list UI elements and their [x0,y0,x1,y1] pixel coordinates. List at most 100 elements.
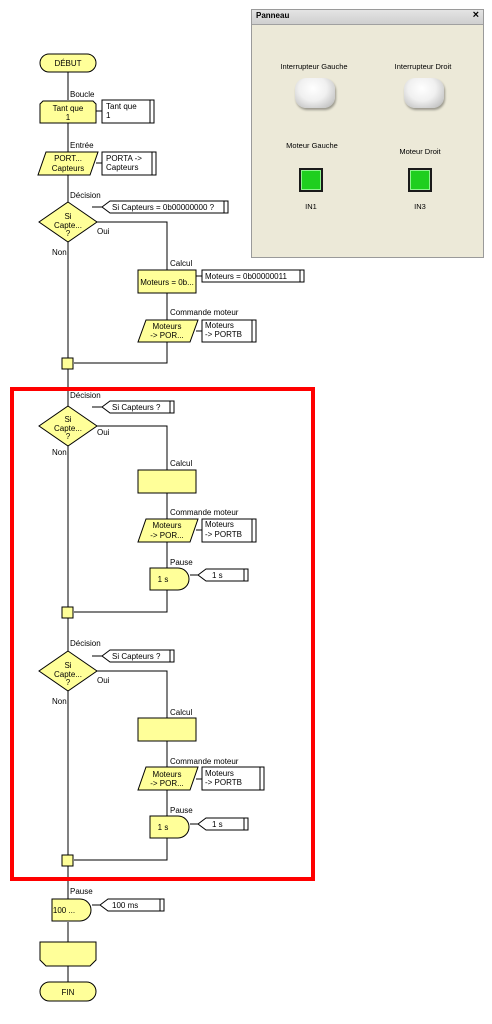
cmd2-caption: Commande moteur [170,508,239,517]
left-switch-button[interactable] [295,78,335,108]
left-motor-label: Moteur Gauche [286,141,338,150]
right-switch-label: Interrupteur Droit [394,62,452,71]
pause3-block[interactable] [149,815,190,839]
cmd2-box-line2: -> POR... [150,531,184,540]
cmd2-block[interactable] [137,518,199,543]
decision3-caption: Décision [70,639,101,648]
cmd1-box-line2: -> POR... [150,331,184,340]
pause3-note [197,817,249,831]
input-caption: Entrée [70,141,94,150]
cmd3-note-line2: -> PORTB [205,778,242,787]
cmd3-note [201,766,265,791]
decision1-yes: Oui [97,227,110,236]
loop-note-line2: 1 [106,111,111,120]
calc3-caption: Calcul [170,708,192,717]
calc1-note [201,269,305,283]
right-motor-label: Moteur Droit [399,147,441,156]
pause-final-caption: Pause [70,887,93,896]
decision1-box-line1: Si [64,212,71,221]
decision3-box-line3: ? [66,678,71,687]
pause2-box-text: 1 s [158,575,169,584]
highlight-rectangle [10,387,315,881]
decision1-box-line2: Capte... [54,221,82,230]
decision1-note-text: Si Capteurs = 0b00000000 ? [112,203,215,212]
decision2-box-line2: Capte... [54,424,82,433]
junction3 [61,854,74,867]
calc2-caption: Calcul [170,459,192,468]
flow-connectors [67,72,202,982]
right-input-label: IN3 [414,202,426,211]
input-note-line2: Capteurs [106,163,138,172]
pause-final-box-text: 100 ... [53,906,75,915]
cmd3-box-line1: Moteurs [153,770,182,779]
cmd2-note [201,518,257,543]
start-terminal[interactable] [39,53,97,73]
decision2-box-line1: Si [64,415,71,424]
decision2-note-text: Si Capteurs ? [112,403,161,412]
decision3-box-line1: Si [64,661,71,670]
decision2-caption: Décision [70,391,101,400]
cmd1-caption: Commande moteur [170,308,239,317]
decision1-note [101,200,229,214]
cmd2-note-line1: Moteurs [205,520,234,529]
panel-window: Panneau × Interrupteur Gauche Interrupte… [251,9,484,258]
loop-note-line1: Tant que [106,102,137,111]
input-box-line1: PORT... [54,154,82,163]
junction2 [61,606,74,619]
decision2-box-line3: ? [66,432,71,441]
decision1-block[interactable] [38,201,98,243]
input-note [101,151,157,176]
calc2-block[interactable] [137,469,197,494]
calc1-caption: Calcul [170,259,192,268]
decision3-block[interactable] [38,650,98,692]
cmd3-note-line1: Moteurs [205,769,234,778]
calc1-box-text: Moteurs = 0b... [140,278,194,287]
pause2-block[interactable] [149,567,190,591]
cmd1-note-line2: -> PORTB [205,330,242,339]
loop-box-line1: Tant que [53,104,84,113]
left-input-label: IN1 [305,202,317,211]
decision3-yes: Oui [97,676,110,685]
left-motor-led [299,168,323,192]
cmd3-block[interactable] [137,766,199,791]
cmd3-box-line2: -> POR... [150,779,184,788]
calc1-block[interactable] [137,269,197,294]
decision2-note [101,400,175,414]
cmd2-box-line1: Moteurs [153,521,182,530]
pause3-caption: Pause [170,806,193,815]
pause3-note-text: 1 s [212,820,223,829]
close-icon[interactable]: × [472,9,479,21]
pause2-caption: Pause [170,558,193,567]
pause3-box-text: 1 s [158,823,169,832]
decision1-box-line3: ? [66,229,71,238]
cmd1-box-line1: Moteurs [153,322,182,331]
pause-final-note [99,898,165,912]
decision3-note-text: Si Capteurs ? [112,652,161,661]
decision3-note [101,649,175,663]
decision3-no: Non [52,697,67,706]
right-switch-button[interactable] [404,78,444,108]
decision2-yes: Oui [97,428,110,437]
panel-title: Panneau [256,11,290,20]
cmd1-block[interactable] [137,319,199,343]
input-block[interactable] [37,151,99,176]
decision3-box-line2: Capte... [54,670,82,679]
loop-box-line2: 1 [66,113,71,122]
panel-titlebar[interactable]: Panneau × [252,9,483,25]
pause-final-block[interactable] [51,898,92,922]
decision2-block[interactable] [38,405,98,447]
decision1-caption: Décision [70,191,101,200]
calc3-block[interactable] [137,717,197,742]
decision1-no: Non [52,248,67,257]
loop-block[interactable] [39,100,97,124]
pause-final-note-text: 100 ms [112,901,138,910]
end-terminal[interactable] [39,981,97,1002]
loop-end-block[interactable] [39,941,97,967]
cmd1-note-line1: Moteurs [205,321,234,330]
pause2-note-text: 1 s [212,571,223,580]
input-box-line2: Capteurs [52,164,84,173]
cmd3-caption: Commande moteur [170,757,239,766]
junction1 [61,357,74,370]
cmd2-note-line2: -> PORTB [205,530,242,539]
